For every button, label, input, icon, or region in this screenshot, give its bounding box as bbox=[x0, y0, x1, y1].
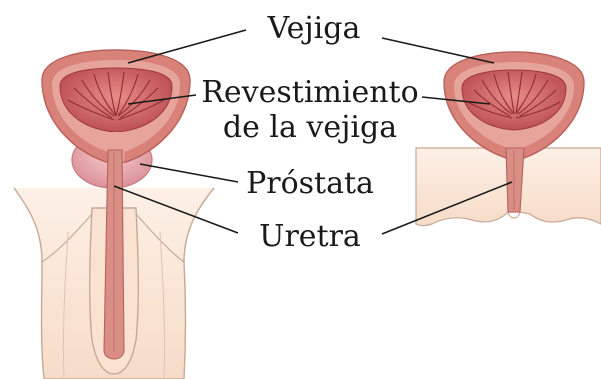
label-bladder-lining-line2: de la vejiga bbox=[223, 110, 397, 145]
label-prostate: Próstata bbox=[246, 166, 374, 201]
label-bladder: Vejiga bbox=[267, 11, 361, 46]
leader-prostate bbox=[140, 164, 238, 182]
label-urethra: Uretra bbox=[259, 219, 361, 254]
female-urethral-opening bbox=[508, 212, 520, 218]
leader-bladder-male bbox=[128, 30, 246, 63]
leader-bladder-female bbox=[382, 38, 494, 63]
female-anatomy-illustration bbox=[416, 52, 601, 226]
male-anatomy-illustration bbox=[14, 50, 214, 379]
label-bladder-lining-line1: Revestimiento bbox=[201, 75, 418, 110]
labels: Vejiga Revestimiento de la vejiga Prósta… bbox=[201, 11, 418, 254]
